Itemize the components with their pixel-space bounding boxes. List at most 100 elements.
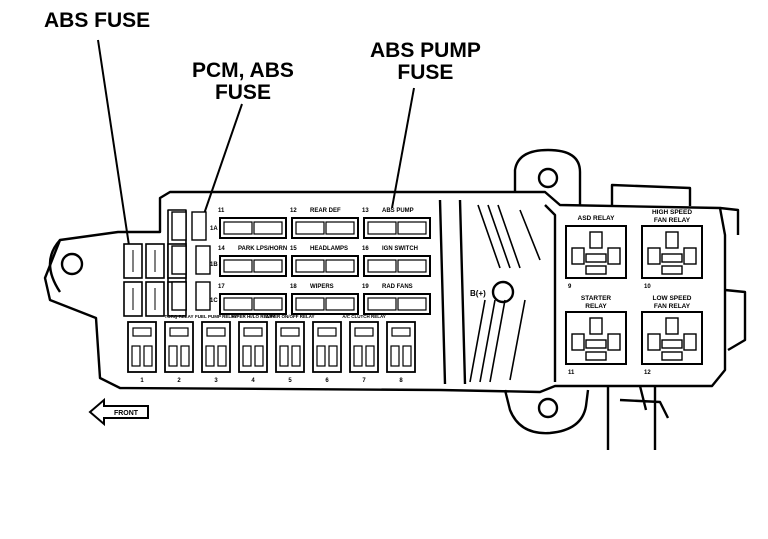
small-relay-top-pin	[391, 327, 411, 337]
small-relay-pin	[402, 345, 412, 367]
side-fuse-slot	[171, 245, 187, 275]
large-relay-label: ASD RELAY	[578, 215, 616, 222]
fuse-label: WIPERS	[310, 284, 334, 290]
small-relay-pin	[242, 345, 252, 367]
side-fuse-slot	[195, 245, 211, 275]
large-relay-pin	[571, 333, 585, 351]
side-fuse-slot	[171, 211, 187, 241]
fuse-blade-right	[325, 221, 355, 235]
fuse-label: HEADLAMPS	[310, 246, 348, 252]
fuse-slot	[219, 293, 287, 315]
front-label: FRONT	[114, 410, 139, 417]
large-relay-label: FAN RELAY	[654, 217, 691, 224]
center-ribs	[469, 204, 541, 383]
small-relay-number: 8	[399, 378, 403, 384]
large-relay-number: 12	[644, 370, 651, 376]
fuse-blade-right	[397, 221, 427, 235]
small-relay-number: 5	[288, 378, 292, 384]
small-relay-top-pin	[354, 327, 374, 337]
fuse-blade-right	[325, 297, 355, 311]
fuse-number: 14	[218, 246, 225, 252]
small-relay-number: 1	[140, 378, 144, 384]
large-relay-socket	[565, 225, 627, 279]
small-relay-pin	[180, 345, 190, 367]
left-fuse-number: 1A	[210, 226, 218, 232]
fuse-slot	[219, 255, 287, 277]
small-relay-top-pin	[132, 327, 152, 337]
large-relay-pin	[661, 253, 683, 263]
right-bracket	[610, 183, 747, 352]
fuse-blade-right	[325, 259, 355, 273]
top-mount-hole	[537, 167, 559, 189]
fuse-blade-left	[295, 221, 325, 235]
large-relay-pin	[589, 231, 603, 249]
large-relay-pin	[585, 339, 607, 349]
fuse-blade-right	[397, 297, 427, 311]
fuse-number: 15	[290, 246, 297, 252]
abs-fuse-leader	[97, 39, 131, 253]
pcm-abs-fuse-leader	[203, 103, 243, 215]
large-relay-number: 10	[644, 284, 651, 290]
small-relay-pin	[328, 345, 338, 367]
battery-stud	[491, 280, 515, 304]
abs-pump-fuse-line1: ABS PUMP	[370, 39, 481, 62]
small-relay-pin	[365, 345, 375, 367]
abs-fuse-callout: ABS FUSE	[44, 10, 150, 32]
large-relay-socket	[641, 311, 703, 365]
small-relay-top-pin	[280, 327, 300, 337]
fuse-blade-right	[253, 221, 283, 235]
fuse-blade-left	[367, 221, 397, 235]
fuse-label: IGN SWITCH	[382, 246, 418, 252]
large-relay-pin	[647, 333, 661, 351]
fuse-blade-left	[223, 297, 253, 311]
fuse-label: REAR DEF	[310, 208, 341, 214]
side-fuse-slot	[195, 281, 211, 311]
small-relay-pin	[316, 345, 326, 367]
small-relay-label: WIPER HI/LO RELAY	[231, 314, 275, 319]
small-relay-number: 4	[251, 378, 255, 384]
large-relay-pin	[661, 265, 683, 275]
bottom-connector	[606, 385, 670, 450]
fuse-number: 16	[362, 246, 369, 252]
fuse-slot	[291, 217, 359, 239]
bottom-mount-hole	[537, 397, 559, 419]
fuse-number: 13	[362, 208, 369, 214]
small-relay-top-pin	[169, 327, 189, 337]
abs-pump-fuse-callout: ABS PUMP FUSE	[370, 40, 481, 84]
small-relay-pin	[217, 345, 227, 367]
small-relay-pin	[254, 345, 264, 367]
front-arrow: FRONT	[88, 397, 149, 427]
small-relay-top-pin	[243, 327, 263, 337]
fuse-slot	[363, 293, 431, 315]
small-relay-pin	[353, 345, 363, 367]
pcm-abs-fuse-line2: FUSE	[214, 81, 271, 104]
fuse-label: PARK LPS/HORN	[238, 246, 287, 252]
fuse-slot	[219, 217, 287, 239]
fuse-label: ABS PUMP	[382, 208, 414, 214]
fuse-blade-left	[223, 221, 253, 235]
fuse-blade-left	[295, 297, 325, 311]
large-relay-pin	[585, 253, 607, 263]
small-relay-number: 7	[362, 378, 366, 384]
fuse-blade-left	[223, 259, 253, 273]
fuse-slot	[291, 255, 359, 277]
left-fuse-number: 1C	[210, 298, 218, 304]
fuse-number: 18	[290, 284, 297, 290]
large-relay-label: FAN RELAY	[654, 303, 691, 310]
fuse-blade-left	[367, 297, 397, 311]
battery-terminal-label: B(+)	[470, 289, 486, 298]
fuse-slot	[363, 217, 431, 239]
fuse-slot	[363, 255, 431, 277]
large-relay-label: STARTER	[581, 295, 612, 302]
small-relay-label: WIPER ON/OFF RELAY	[265, 314, 314, 319]
small-relay-pin	[168, 345, 178, 367]
large-relay-pin	[683, 333, 697, 351]
small-relay-label: FUEL PUMP RELAY	[195, 314, 237, 319]
large-relay-pin	[589, 317, 603, 335]
side-fuse-slot	[191, 211, 207, 241]
small-relay-pin	[291, 345, 301, 367]
large-relay-pin	[607, 333, 621, 351]
